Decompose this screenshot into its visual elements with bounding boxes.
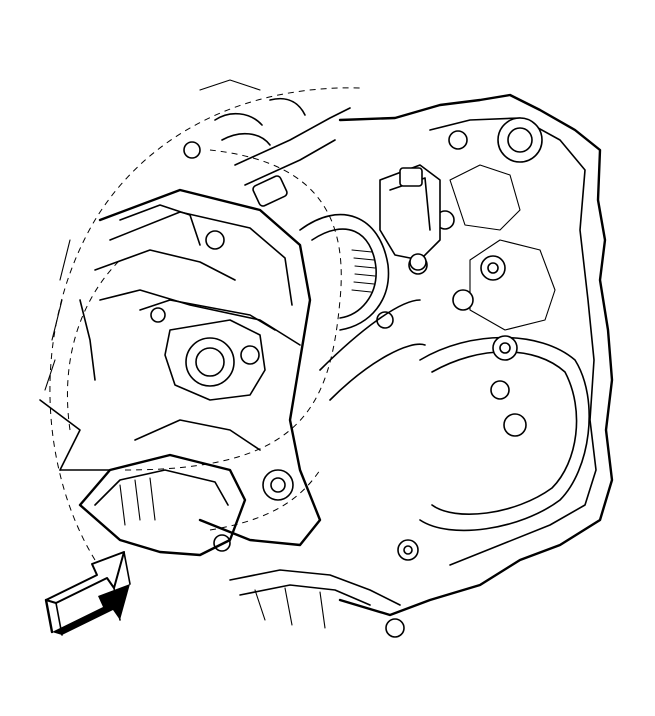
transaxle-mount-bracket [119,204,276,401]
speed-sensor-connector [379,164,441,271]
lower-flange [229,569,401,629]
transaxle-case [338,93,614,617]
cutaway-boundary [49,87,361,561]
wiring-harness [183,79,351,207]
view-direction-arrow-icon [44,551,131,636]
lower-splash-shield [39,399,247,557]
bell-housing [299,213,426,401]
case-bolt-bosses [213,117,543,638]
